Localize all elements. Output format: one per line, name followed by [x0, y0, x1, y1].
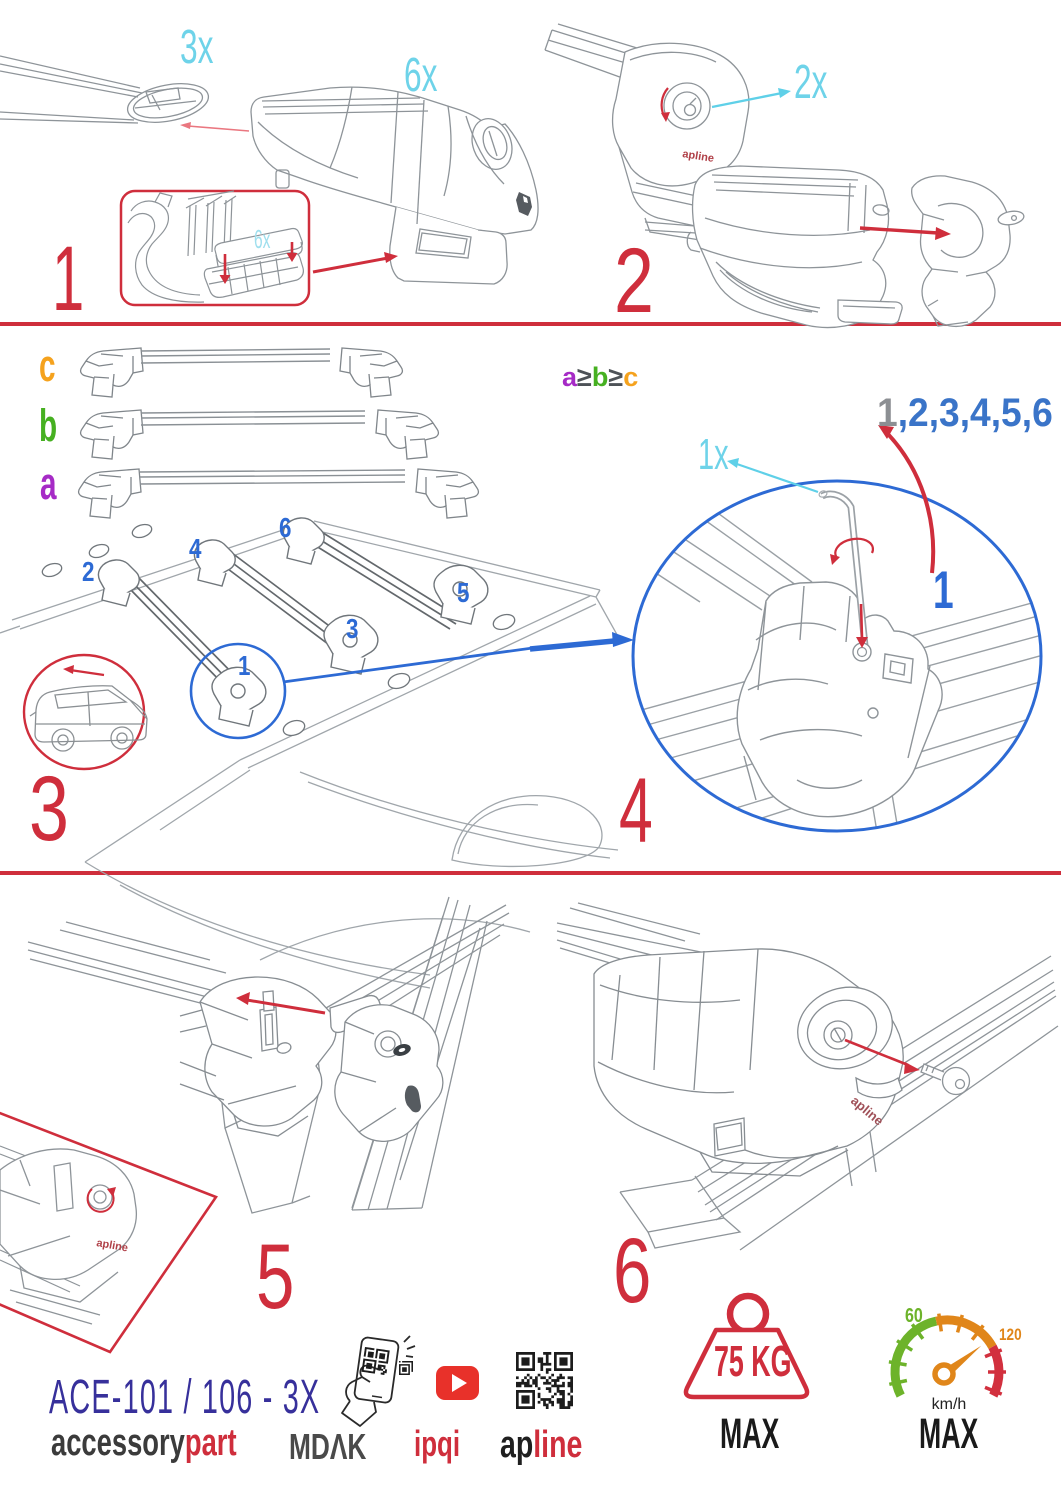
svg-text:2: 2: [82, 557, 94, 588]
svg-text:c: c: [39, 341, 56, 392]
svg-text:6: 6: [279, 513, 291, 544]
svg-text:60: 60: [905, 1304, 923, 1326]
svg-text:km/h: km/h: [932, 1396, 967, 1413]
svg-text:5: 5: [256, 1225, 294, 1328]
svg-text:4: 4: [189, 534, 201, 565]
svg-text:4: 4: [619, 758, 653, 862]
svg-text:1: 1: [238, 651, 250, 682]
svg-text:b: b: [39, 401, 57, 452]
svg-text:MAX: MAX: [919, 1410, 978, 1458]
svg-text:6: 6: [613, 1219, 651, 1322]
svg-text:MDΛK: MDΛK: [289, 1426, 367, 1467]
svg-text:ACE-101 / 106 - 3X: ACE-101 / 106 - 3X: [49, 1371, 320, 1424]
svg-text:75 KG: 75 KG: [714, 1336, 792, 1386]
svg-text:accessorypart: accessorypart: [51, 1422, 237, 1464]
svg-text:apline: apline: [500, 1424, 582, 1466]
svg-text:apline: apline: [682, 148, 715, 165]
svg-text:1: 1: [52, 227, 84, 330]
svg-text:3: 3: [346, 614, 358, 645]
svg-text:6x: 6x: [404, 47, 437, 101]
svg-text:5: 5: [457, 578, 469, 609]
svg-text:3x: 3x: [180, 19, 213, 73]
svg-text:MAX: MAX: [720, 1410, 779, 1458]
svg-text:apline: apline: [95, 1237, 128, 1254]
svg-text:120: 120: [999, 1326, 1022, 1345]
svg-text:1x: 1x: [698, 429, 729, 479]
svg-text:1: 1: [933, 560, 954, 619]
svg-text:2: 2: [614, 229, 654, 332]
svg-text:2x: 2x: [794, 54, 827, 108]
svg-text:6x: 6x: [254, 225, 271, 254]
svg-text:a: a: [40, 459, 57, 510]
svg-text:1,2,3,4,5,6: 1,2,3,4,5,6: [877, 391, 1053, 436]
svg-text:ipqi: ipqi: [414, 1424, 460, 1464]
svg-text:a≥b≥c: a≥b≥c: [562, 362, 638, 392]
svg-text:3: 3: [29, 757, 69, 860]
